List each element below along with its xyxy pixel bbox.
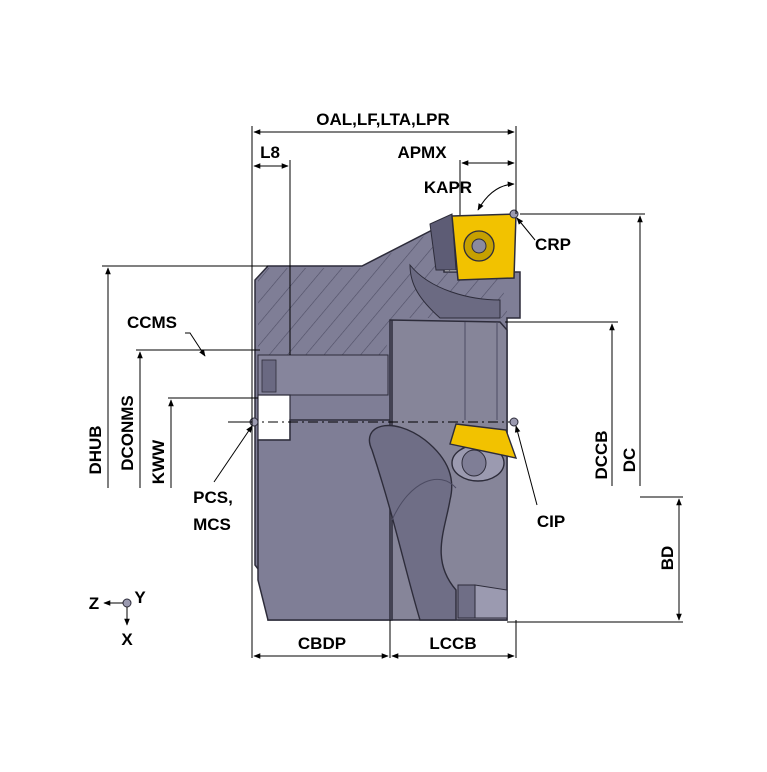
- axis-origin-icon: [122, 598, 132, 608]
- dc-label: DC: [620, 448, 639, 473]
- cbdp-label: CBDP: [298, 634, 346, 653]
- dccb-label: DCCB: [592, 430, 611, 479]
- crp-point: [509, 209, 519, 219]
- dconms-label: DCONMS: [118, 395, 137, 471]
- kapr-label: KAPR: [424, 178, 472, 197]
- lccb-label: LCCB: [429, 634, 476, 653]
- bd-label: BD: [658, 546, 677, 571]
- kww-label: KWW: [149, 439, 168, 484]
- pcs-label: PCS,: [193, 488, 233, 507]
- mcs-label: MCS: [193, 515, 231, 534]
- oal-label: OAL,LF,LTA,LPR: [316, 110, 449, 129]
- crp-label: CRP: [535, 235, 571, 254]
- axis-x-label: X: [121, 630, 133, 649]
- upper-insert: [451, 213, 517, 281]
- apmx-label: APMX: [397, 143, 447, 162]
- cip-point: [509, 417, 519, 427]
- ccms-label: CCMS: [127, 313, 177, 332]
- dimension-lines: [102, 126, 683, 659]
- lower-insert: [449, 423, 518, 459]
- tool-body: [254, 213, 521, 621]
- axis-z-label: Z: [89, 594, 99, 613]
- axis-y-label: Y: [134, 588, 146, 607]
- l8-label: L8: [260, 143, 280, 162]
- axis-indicator: Z Y X: [89, 588, 147, 649]
- dhub-label: DHUB: [86, 425, 105, 474]
- cip-label: CIP: [537, 512, 565, 531]
